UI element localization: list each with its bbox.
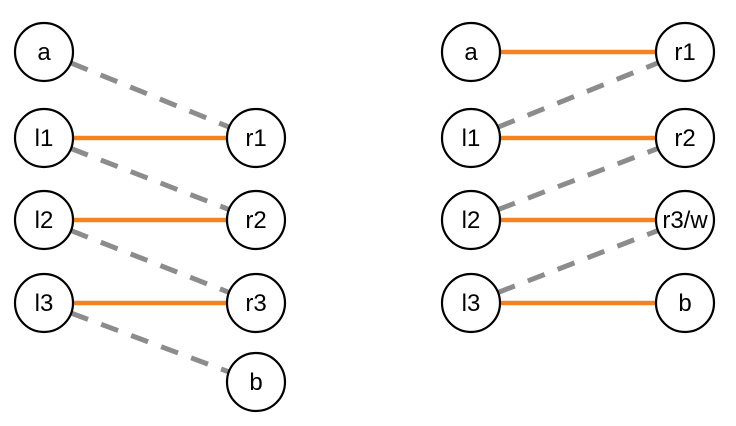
edge-a-r1-dashed [69, 60, 231, 130]
node-r2-circle [654, 107, 716, 169]
edge-l3-r3w-dashed [497, 228, 659, 295]
node-r3w-label: r3/w [662, 207, 708, 234]
edge-l2-r2-dashed [497, 146, 659, 212]
edge-l1-r2-dashed [70, 146, 230, 212]
edge-l2-r3-dashed [70, 228, 230, 295]
node-a-circle [440, 21, 502, 83]
node-b-circle [654, 272, 716, 334]
node-r1-label: r1 [245, 125, 266, 152]
node-r3-label: r3 [245, 290, 266, 317]
node-l2-label: l2 [462, 207, 481, 234]
node-b-label: b [678, 290, 691, 317]
node-r3-circle [225, 272, 287, 334]
node-l1-label: l1 [462, 125, 481, 152]
node-r1-label: r1 [674, 39, 695, 66]
node-l1-circle [440, 107, 502, 169]
node-l2-circle [13, 189, 75, 251]
node-l3-circle [440, 272, 502, 334]
node-l3-label: l3 [35, 290, 54, 317]
right-graph: a l1 l2 l3 r1 r2 r3/w b [440, 21, 716, 334]
node-b-circle [225, 351, 287, 413]
node-l2-circle [440, 189, 502, 251]
node-r2-label: r2 [245, 207, 266, 234]
edge-l3-b-dashed [70, 310, 230, 375]
node-a-circle [13, 21, 75, 83]
node-r2-label: r2 [674, 125, 695, 152]
node-b-label: b [249, 369, 262, 396]
node-a-label: a [37, 39, 51, 66]
left-graph: a l1 l2 l3 r1 r2 r3 b [13, 21, 287, 413]
node-l1-circle [13, 107, 75, 169]
node-r1-circle [654, 21, 716, 83]
edge-l1-r1-dashed [496, 60, 660, 130]
node-l2-label: l2 [35, 207, 54, 234]
node-l3-label: l3 [462, 290, 481, 317]
node-r2-circle [225, 189, 287, 251]
node-r3w-circle [654, 189, 716, 251]
node-r1-circle [225, 107, 287, 169]
node-l1-label: l1 [35, 125, 54, 152]
node-l3-circle [13, 272, 75, 334]
node-a-label: a [464, 39, 478, 66]
